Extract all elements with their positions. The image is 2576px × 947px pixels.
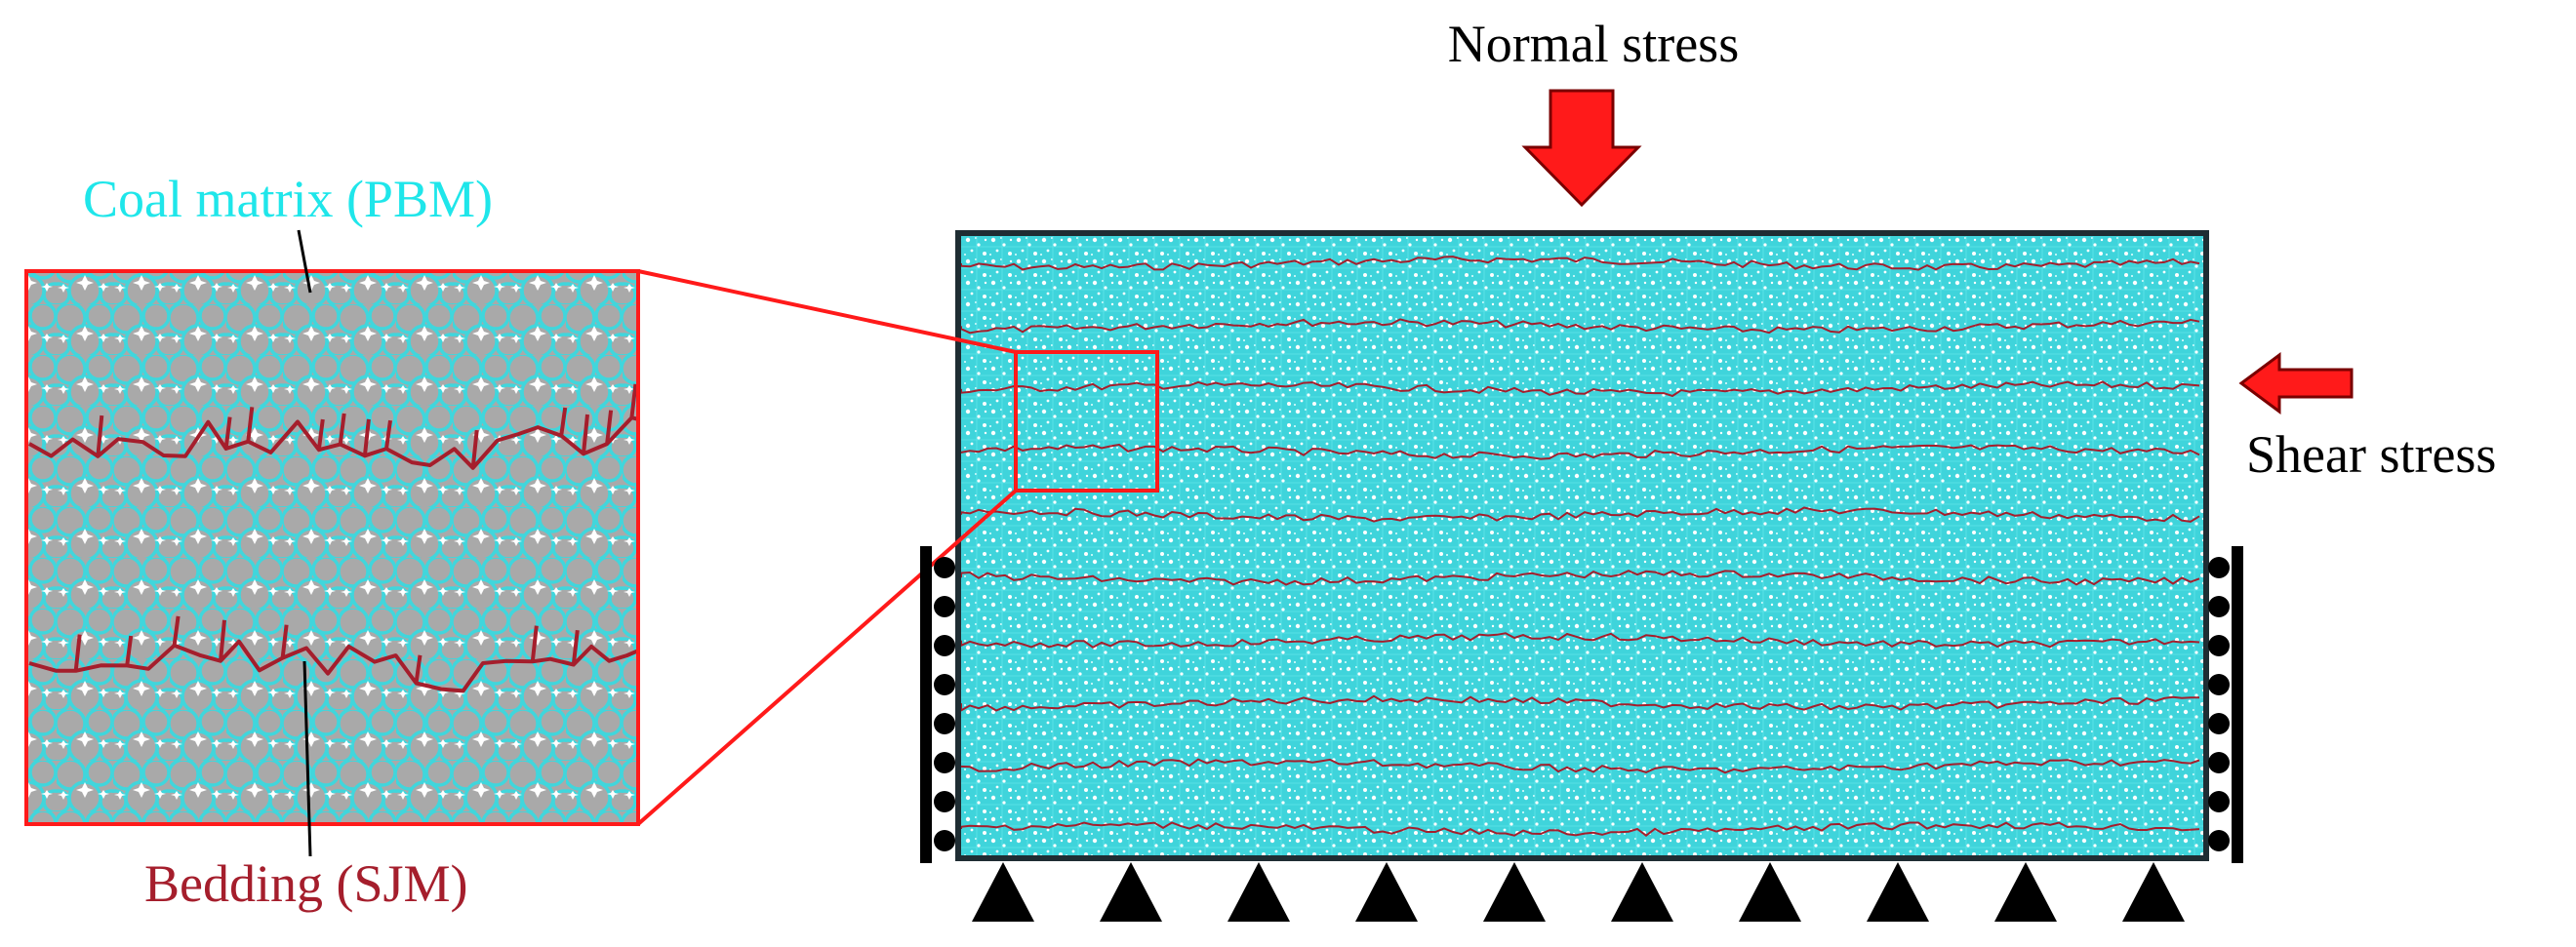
bedding-plane: [960, 256, 2200, 271]
bedding-plane: [960, 570, 2200, 586]
right-roller: [2208, 752, 2230, 773]
bedding-plane: [960, 380, 2200, 398]
bottom-pin-supports: [972, 862, 2185, 922]
bedding-plane: [960, 443, 2200, 460]
bedding-leader: [302, 660, 312, 857]
left-roller: [934, 752, 955, 773]
left-roller: [934, 596, 955, 617]
pin-support: [1994, 862, 2057, 922]
right-roller: [2208, 557, 2230, 578]
coal-matrix-label: Coal matrix (PBM): [83, 170, 493, 228]
bedding-plane: [960, 632, 2200, 649]
magnified-view: [24, 269, 640, 826]
right-roller-supports: [2208, 546, 2243, 863]
pin-support: [1483, 862, 1546, 922]
pin-support: [1611, 862, 1673, 922]
bedding-plane: [960, 758, 2200, 774]
shear-stress-label: Shear stress: [2246, 425, 2496, 484]
pin-support: [1355, 862, 1418, 922]
right-roller: [2208, 791, 2230, 812]
pin-support: [1100, 862, 1162, 922]
left-roller: [934, 713, 955, 734]
zoom-window: [1014, 350, 1159, 493]
normal-stress-label: Normal stress: [1448, 15, 1739, 73]
right-roller: [2208, 830, 2230, 851]
magnified-bedding-line: [28, 383, 638, 470]
bedding-planes: [960, 256, 2200, 837]
pin-support: [1739, 862, 1801, 922]
pin-support: [1867, 862, 1929, 922]
magnified-bedding: [28, 383, 638, 693]
zoom-connector-bottom: [636, 489, 1018, 826]
zoom-connector-top: [637, 269, 1017, 354]
bedding-plane: [960, 821, 2200, 837]
shear-stress-arrow: [2238, 352, 2354, 414]
left-roller: [934, 791, 955, 812]
right-roller: [2208, 635, 2230, 656]
coal-specimen: [955, 230, 2209, 861]
normal-stress-arrow: [1521, 89, 1642, 208]
pin-support: [972, 862, 1034, 922]
left-roller-supports: [920, 546, 955, 863]
left-roller: [934, 674, 955, 695]
bedding-plane: [960, 318, 2200, 335]
magnified-bedding-line: [28, 615, 638, 693]
right-roller: [2208, 596, 2230, 617]
bedding-label: Bedding (SJM): [144, 854, 468, 913]
pin-support: [1228, 862, 1290, 922]
pin-support: [2122, 862, 2185, 922]
left-roller: [934, 635, 955, 656]
bedding-plane: [960, 506, 2200, 523]
bedding-plane: [960, 694, 2200, 713]
left-roller: [934, 557, 955, 578]
left-roller: [934, 830, 955, 851]
right-roller: [2208, 674, 2230, 695]
coal-matrix-leader: [297, 229, 312, 294]
right-roller: [2208, 713, 2230, 734]
